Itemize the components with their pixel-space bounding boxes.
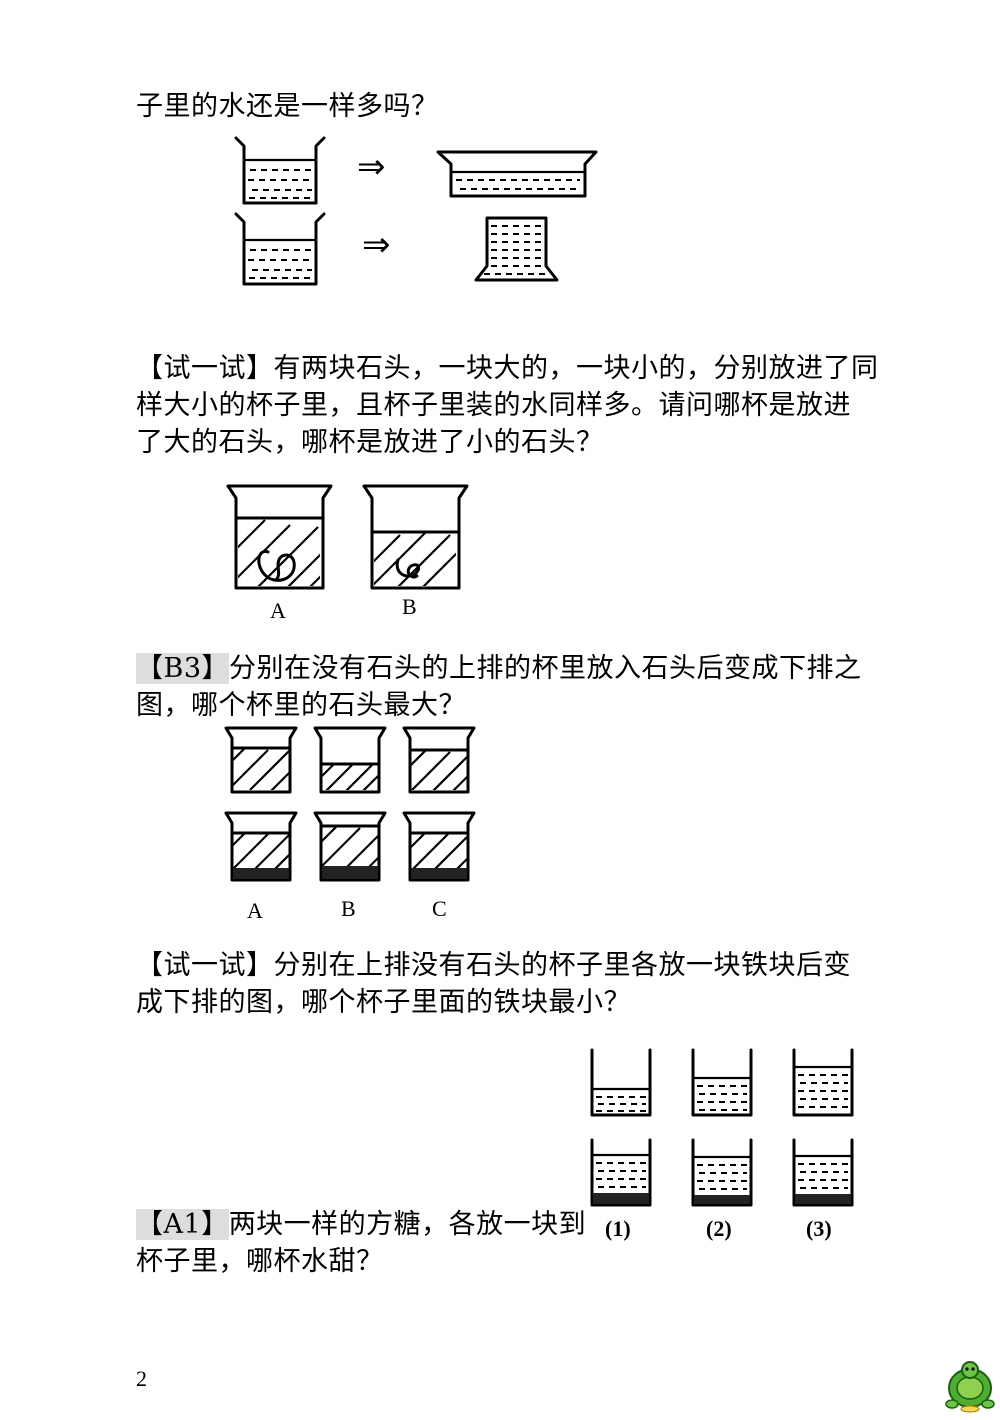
- b3-tag: 【B3】: [136, 653, 230, 684]
- iron-label-3: (3): [806, 1216, 832, 1241]
- iron-cups-diagram: [590, 1048, 854, 1207]
- b3-line-2: 图，哪个杯里的石头最大？: [136, 690, 466, 721]
- b3-bottom-cup-c: [402, 811, 476, 882]
- b3-cups-diagram: [224, 726, 476, 882]
- b3-top-cup-b: [313, 726, 387, 794]
- b3-text: 【B3】分别在没有石头的上排的杯里放入石头后变成下排之 图，哪个杯里的石头最大？: [136, 650, 862, 724]
- try1-line-2: 样大小的杯子里，且杯子里装的水同样多。请问哪杯是放进: [136, 390, 851, 421]
- b3-top-cup-a: [224, 726, 298, 794]
- try2-text: 【试一试】分别在上排没有石头的杯子里各放一块铁块后变 成下排的图，哪个杯子里面的…: [136, 947, 851, 1021]
- try2-line-1: 【试一试】分别在上排没有石头的杯子里各放一块铁块后变: [136, 950, 851, 981]
- beaker-1-source: [234, 136, 326, 205]
- iron-top-cup-1: [590, 1048, 652, 1117]
- b3-label-c: C: [432, 896, 447, 921]
- a1-tag: 【A1】: [136, 1209, 229, 1240]
- iron-label-2: (2): [706, 1216, 732, 1241]
- beaker-2-source: [234, 212, 326, 286]
- beaker-2-narrow: [474, 216, 559, 282]
- beaker-1-wide: [436, 150, 598, 198]
- iron-top-cup-3: [792, 1048, 854, 1117]
- arrow-1: ⇒: [357, 147, 386, 187]
- iron-bottom-cup-2: [691, 1138, 753, 1207]
- iron-label-1: (1): [605, 1216, 631, 1241]
- try1-line-1: 【试一试】有两块石头，一块大的，一块小的，分别放进了同: [136, 353, 879, 384]
- b3-label-a: A: [247, 898, 263, 923]
- page-number: 2: [136, 1366, 147, 1391]
- cup-a: [226, 484, 333, 590]
- arrow-2: ⇒: [362, 225, 391, 265]
- label-cup-a: A: [270, 598, 286, 623]
- iron-bottom-cup-1: [590, 1138, 652, 1207]
- a1-line-2: 杯子里，哪杯水甜？: [136, 1246, 384, 1277]
- stone-cups-diagram: [226, 484, 469, 590]
- try1-line-3: 了大的石头，哪杯是放进了小的石头？: [136, 427, 604, 458]
- water-transfer-diagram: ⇒ ⇒: [234, 136, 598, 286]
- b3-top-cup-c: [402, 726, 476, 794]
- a1-text: 【A1】两块一样的方糖，各放一块到 杯子里，哪杯水甜？: [136, 1206, 586, 1280]
- b3-line-1: 【B3】分别在没有石头的上排的杯里放入石头后变成下排之: [136, 653, 862, 684]
- b3-label-b: B: [341, 896, 356, 921]
- b3-bottom-cup-a: [224, 811, 298, 882]
- intro-line-1: 子里的水还是一样多吗？: [136, 91, 439, 122]
- a1-line-1: 【A1】两块一样的方糖，各放一块到: [136, 1209, 587, 1240]
- b3-bottom-cup-b: [313, 811, 387, 882]
- intro-text: 子里的水还是一样多吗？: [136, 88, 439, 125]
- label-cup-b: B: [402, 594, 417, 619]
- cup-b: [362, 484, 469, 590]
- turtle-logo-icon: [945, 1361, 995, 1413]
- try2-line-2: 成下排的图，哪个杯子里面的铁块最小？: [136, 987, 631, 1018]
- iron-top-cup-2: [691, 1048, 753, 1117]
- iron-bottom-cup-3: [792, 1138, 854, 1207]
- try1-text: 【试一试】有两块石头，一块大的，一块小的，分别放进了同 样大小的杯子里，且杯子里…: [136, 350, 879, 461]
